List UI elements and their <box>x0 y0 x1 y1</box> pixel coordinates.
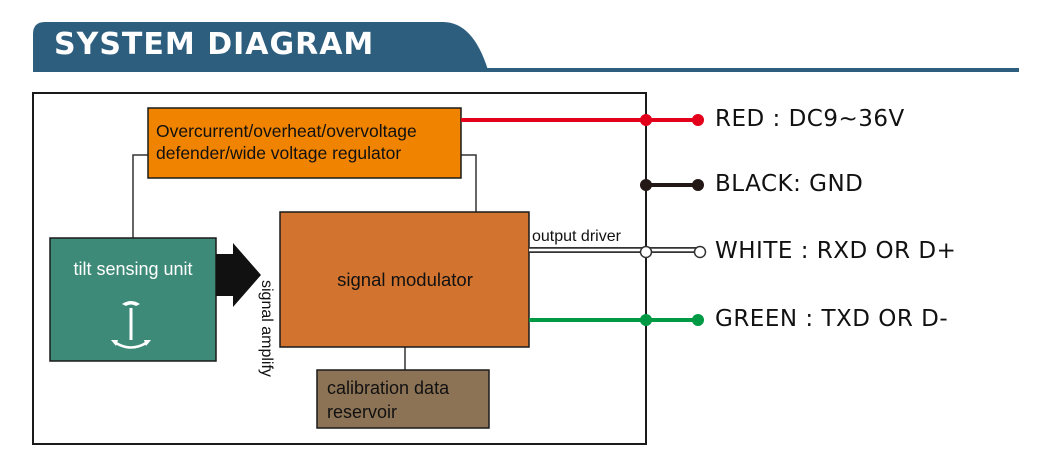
internal-connections <box>132 154 477 370</box>
tilt-icon <box>111 301 151 349</box>
wire-label-white: WHITE : RXD OR D+ <box>715 238 957 264</box>
signal-amplify-label: signal amplify <box>258 280 275 377</box>
protection-block-line2: defender/wide voltage regulator <box>156 143 401 163</box>
tilt-sensing-block <box>49 237 217 362</box>
red-wire <box>461 114 704 126</box>
enclosure-box <box>32 92 647 445</box>
wire-label-green: GREEN : TXD OR D- <box>715 306 949 332</box>
wire-label-red: RED : DC9~36V <box>715 106 905 132</box>
protection-block <box>147 107 462 179</box>
header-rule <box>33 68 1019 72</box>
signal-modulator-block <box>279 211 530 348</box>
calibration-block-line2: reservoir <box>327 402 397 422</box>
wire-label-black: BLACK: GND <box>715 171 864 197</box>
signal-flow-arrow <box>216 243 261 307</box>
white-wire <box>529 245 707 259</box>
header-tab <box>33 22 488 70</box>
black-wire <box>640 179 704 191</box>
protection-block-line1: Overcurrent/overheat/overvoltage <box>156 121 417 141</box>
calibration-block <box>316 369 490 429</box>
green-wire <box>529 314 704 326</box>
output-driver-label: output driver <box>532 228 622 245</box>
page-title: SYSTEM DIAGRAM <box>54 27 375 62</box>
signal-modulator-label: signal modulator <box>337 269 473 290</box>
tilt-sensing-label: tilt sensing unit <box>73 259 192 279</box>
calibration-block-line1: calibration data <box>327 378 450 398</box>
